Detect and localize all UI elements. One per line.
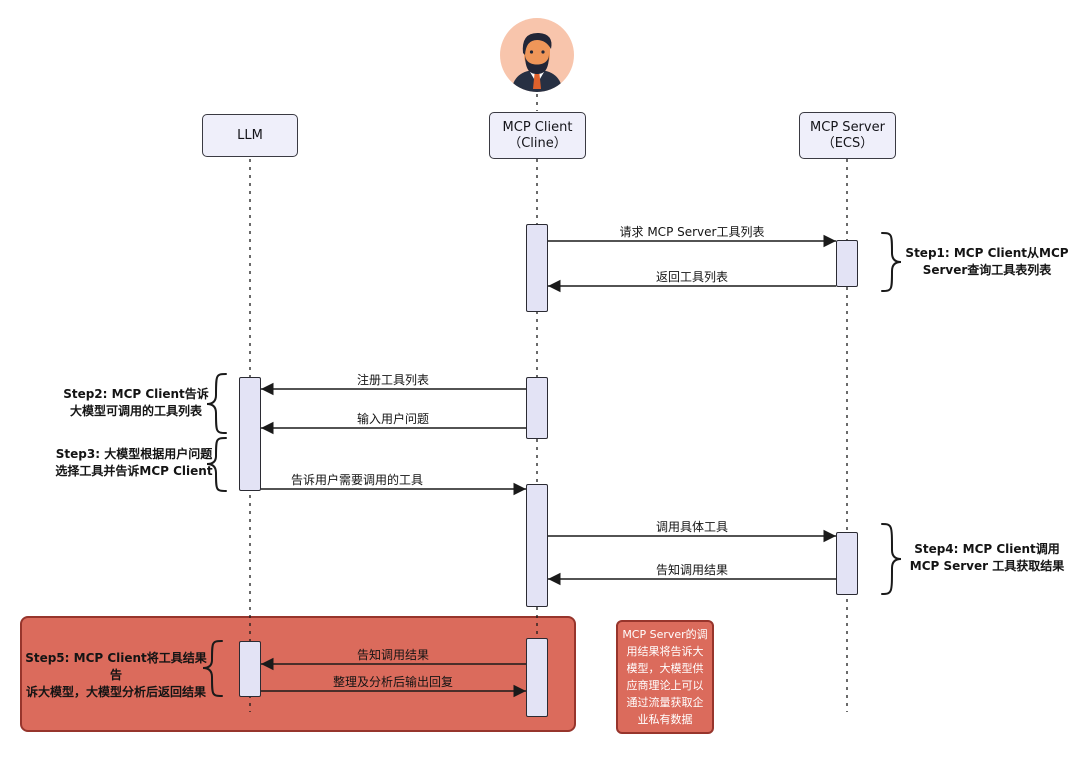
activation-client-4: [526, 638, 548, 717]
activation-llm-1: [239, 377, 261, 491]
step-annotation-5: Step5: MCP Client将工具结果告 诉大模型，大模型分析后返回结果: [20, 650, 212, 701]
participant-mcp-server-sublabel: （ECS）: [821, 135, 874, 151]
brace-step1: [881, 232, 902, 292]
step-annotation-3: Step3: 大模型根据用户问题 选择工具并告诉MCP Client: [44, 446, 224, 480]
warning-note: MCP Server的调 用结果将告诉大 模型，大模型供 应商理论上可以 通过流…: [616, 620, 714, 734]
step-annotation-4: Step4: MCP Client调用 MCP Server 工具获取结果: [896, 541, 1078, 575]
step4-line2: MCP Server 工具获取结果: [909, 559, 1065, 573]
activation-client-3: [526, 484, 548, 607]
participant-llm-label: LLM: [237, 127, 263, 143]
activation-server-1: [836, 240, 858, 287]
step5-line1: Step5: MCP Client将工具结果告: [25, 651, 207, 682]
participant-mcp-client-label: MCP Client: [502, 119, 573, 135]
activation-client-2: [526, 377, 548, 439]
step2-line1: Step2: MCP Client告诉: [63, 387, 209, 401]
message-label: 告知调用结果: [356, 648, 429, 662]
message-label: 告诉用户需要调用的工具: [290, 473, 423, 487]
message-label: 注册工具列表: [356, 373, 429, 387]
participant-llm: LLM: [202, 114, 298, 157]
step3-line1: Step3: 大模型根据用户问题: [55, 447, 213, 461]
note-line: 通过流量获取企: [626, 696, 704, 709]
brace-step3: [206, 437, 227, 492]
message-label: 调用具体工具: [655, 520, 728, 534]
participant-mcp-client-sublabel: （Cline）: [508, 135, 567, 151]
brace-step4: [881, 523, 902, 595]
message-label: 返回工具列表: [655, 270, 728, 284]
activation-client-1: [526, 224, 548, 312]
step4-line1: Step4: MCP Client调用: [914, 542, 1060, 556]
brace-step5: [202, 640, 223, 697]
message-label: 输入用户问题: [356, 412, 429, 426]
user-avatar: [499, 17, 575, 93]
note-line: MCP Server的调: [622, 628, 708, 641]
step2-line2: 大模型可调用的工具列表: [69, 404, 202, 418]
step-annotation-2: Step2: MCP Client告诉 大模型可调用的工具列表: [50, 386, 222, 420]
message-label: 请求 MCP Server工具列表: [619, 225, 765, 239]
message-label: 整理及分析后输出回复: [332, 675, 453, 689]
step1-line2: Server查询工具表列表: [922, 263, 1052, 277]
activation-server-2: [836, 532, 858, 595]
note-line: 模型，大模型供: [626, 662, 704, 675]
participant-mcp-server-label: MCP Server: [810, 119, 885, 135]
step1-line1: Step1: MCP Client从MCP: [905, 246, 1069, 260]
note-line: 应商理论上可以: [626, 679, 704, 692]
step-annotation-1: Step1: MCP Client从MCP Server查询工具表列表: [896, 245, 1078, 279]
step-braces: [202, 232, 902, 697]
step5-highlight-region: [20, 616, 576, 732]
step3-line2: 选择工具并告诉MCP Client: [55, 464, 213, 478]
user-avatar-icon: [500, 18, 574, 92]
participant-mcp-client: MCP Client （Cline）: [489, 112, 586, 159]
message-label: 告知调用结果: [655, 563, 728, 577]
brace-step2: [206, 373, 227, 434]
note-line: 业私有数据: [637, 713, 693, 726]
activation-llm-2: [239, 641, 261, 697]
note-line: 用结果将告诉大: [626, 645, 704, 658]
lifelines: [249, 94, 848, 718]
step5-line2: 诉大模型，大模型分析后返回结果: [25, 685, 206, 699]
message-arrows: [261, 234, 836, 698]
participant-mcp-server: MCP Server （ECS）: [799, 112, 896, 159]
